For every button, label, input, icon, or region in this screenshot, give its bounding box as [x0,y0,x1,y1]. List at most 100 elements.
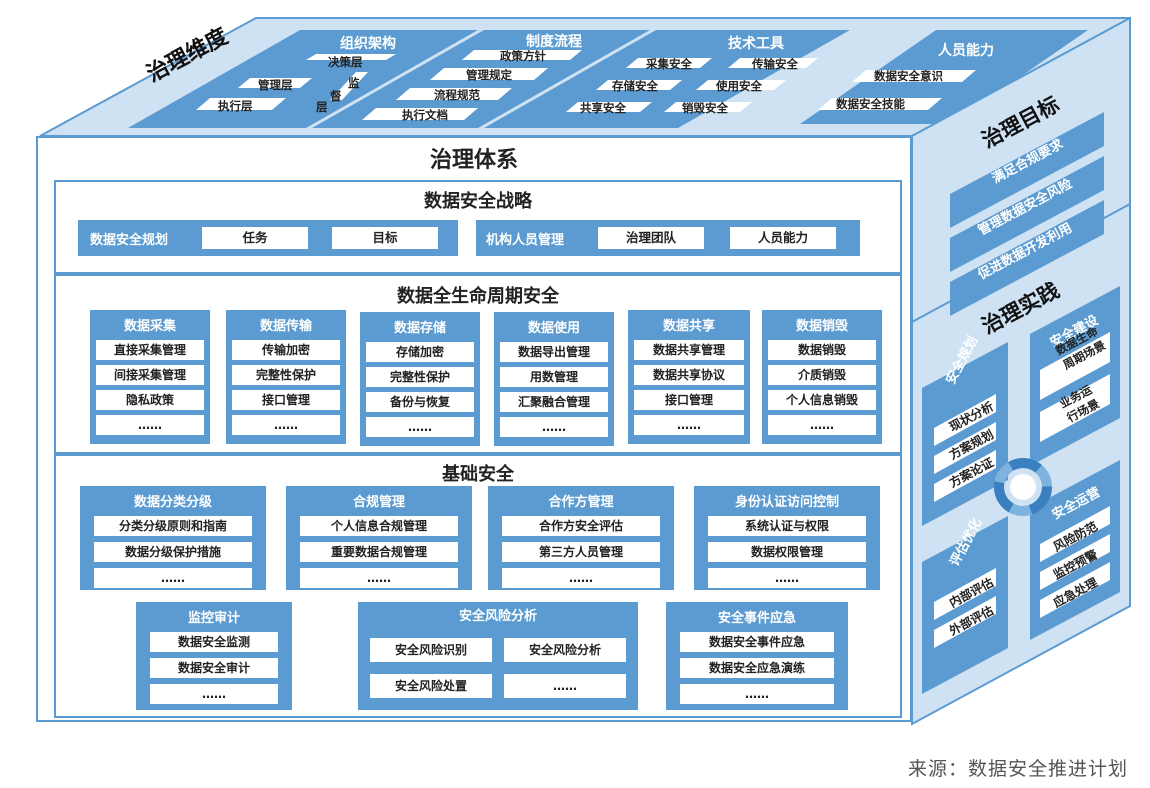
lifecycle-col-5: 数据销毁 数据销毁 介质销毁 个人信息销毁 …… [762,310,882,444]
lifecycle-item: 数据共享管理 [634,340,744,360]
tools-item-5: 销毁安全 [682,101,728,115]
base-risk-title: 安全风险分析 [458,609,537,624]
strategy-plan-item-1: 目标 [332,227,438,249]
people-item-0: 数据安全意识 [874,69,943,83]
base-risk-item-2: 安全风险处置 [370,674,492,698]
lifecycle-col-3: 数据使用 数据导出管理 用数管理 汇聚融合管理 …… [494,312,614,446]
base-identity: 身份认证访问控制 系统认证与权限 数据权限管理 …… [694,486,880,590]
base-compliance: 合规管理 个人信息合规管理 重要数据合规管理 …… [286,486,472,590]
base-partner: 合作方管理 合作方安全评估 第三方人员管理 …… [488,486,674,590]
base-risk-item-1: 安全风险分析 [504,638,626,662]
lifecycle-item: …… [366,417,474,437]
lifecycle-col-2: 数据存储 存储加密 完整性保护 备份与恢复 …… [360,312,480,446]
people-title: 人员能力 [938,43,994,59]
org-item-0: 决策层 [328,55,363,69]
lifecycle-item: …… [634,415,744,435]
people-item-1: 数据安全技能 [836,97,905,111]
strategy-org-item-1: 人员能力 [730,227,836,249]
lifecycle-title: 数据全生命周期安全 [397,286,559,307]
process-item-3: 执行文档 [402,108,448,122]
top-band-tools [484,30,850,128]
base-item: 第三方人员管理 [502,542,660,562]
lifecycle-item: 隐私政策 [96,390,204,410]
base-item: 系统认证与权限 [708,516,866,536]
lifecycle-item: …… [500,417,608,437]
goal-band-2 [950,200,1104,316]
base-item: 重要数据合规管理 [300,542,458,562]
base-item: 数据安全监测 [150,632,278,652]
goal-band-0 [950,112,1104,228]
base-risk-item-3: …… [504,674,626,698]
lifecycle-item: 间接采集管理 [96,365,204,385]
base-block-title: 身份认证访问控制 [734,495,839,510]
lifecycle-item: …… [232,415,340,435]
lifecycle-item: …… [96,415,204,435]
tools-item-3: 使用安全 [716,79,762,93]
base-item: …… [150,684,278,704]
strategy-org-label: 机构人员管理 [486,233,565,248]
base-item: 数据安全审计 [150,658,278,678]
tools-item-1: 传输安全 [752,57,798,71]
lifecycle-item: 完整性保护 [232,365,340,385]
base-title: 基础安全 [442,464,514,485]
eval-block [922,516,1008,694]
base-item: …… [708,568,866,588]
base-incident: 安全事件应急 数据安全事件应急 数据安全应急演练 …… [666,602,848,710]
lifecycle-col-title: 数据采集 [123,319,176,334]
lifecycle-col-4: 数据共享 数据共享管理 数据共享协议 接口管理 …… [628,310,750,444]
lifecycle-item: 数据销毁 [768,340,876,360]
lifecycle-item: 介质销毁 [768,365,876,385]
lifecycle-col-1: 数据传输 传输加密 完整性保护 接口管理 …… [226,310,346,444]
strategy-plan-label: 数据安全规划 [90,233,169,248]
lifecycle-col-title: 数据销毁 [795,319,848,334]
top-face [39,17,1131,137]
tools-item-0: 采集安全 [646,57,692,71]
org-side-2: 层 [316,100,328,114]
base-item: …… [94,568,252,588]
goal-band-1 [950,156,1104,272]
lifecycle-item: 数据共享协议 [634,365,744,385]
base-item: 个人信息合规管理 [300,516,458,536]
base-item: 数据安全事件应急 [680,632,834,652]
base-item: …… [300,568,458,588]
lifecycle-item: 直接采集管理 [96,340,204,360]
base-block-title: 安全事件应急 [717,611,796,626]
tools-title: 技术工具 [728,36,784,52]
process-item-0: 政策方针 [500,49,546,63]
lifecycle-item: 数据导出管理 [500,342,608,362]
source-caption: 来源：数据安全推进计划 [907,758,1128,780]
process-item-1: 管理规定 [466,68,512,82]
base-item: 数据安全应急演练 [680,658,834,678]
lifecycle-col-title: 数据共享 [662,319,715,334]
strategy-org-item-0: 治理团队 [598,227,704,249]
base-monitor: 监控审计 数据安全监测 数据安全审计 …… [136,602,292,710]
cycle-icon [994,458,1052,516]
base-block-title: 数据分类分级 [133,495,212,510]
right-face [911,16,1131,726]
base-block-title: 监控审计 [187,611,240,626]
base-item: 分类分级原则和指南 [94,516,252,536]
org-item-2: 执行层 [218,99,253,113]
lifecycle-item: 用数管理 [500,367,608,387]
org-title: 组织架构 [340,36,396,52]
lifecycle-item: 存储加密 [366,342,474,362]
lifecycle-item: 备份与恢复 [366,392,474,412]
lifecycle-item: 接口管理 [634,390,744,410]
lifecycle-col-title: 数据传输 [259,319,312,334]
base-block-title: 合作方管理 [548,495,614,510]
base-item: …… [680,684,834,704]
base-item: 数据权限管理 [708,542,866,562]
org-item-1: 管理层 [258,78,293,92]
lifecycle-item: 传输加密 [232,340,340,360]
tools-item-2: 存储安全 [612,79,658,93]
base-risk-item-0: 安全风险识别 [370,638,492,662]
lifecycle-col-title: 数据存储 [393,321,446,336]
strategy-title: 数据安全战略 [424,191,532,212]
base-item: …… [502,568,660,588]
lifecycle-item: 个人信息销毁 [768,390,876,410]
front-title: 治理体系 [429,148,518,173]
strategy-plan-item-0: 任务 [202,227,308,249]
org-side-1: 督 [330,89,342,103]
lifecycle-col-title: 数据使用 [527,321,580,336]
lifecycle-col-0: 数据采集 直接采集管理 间接采集管理 隐私政策 …… [90,310,210,444]
